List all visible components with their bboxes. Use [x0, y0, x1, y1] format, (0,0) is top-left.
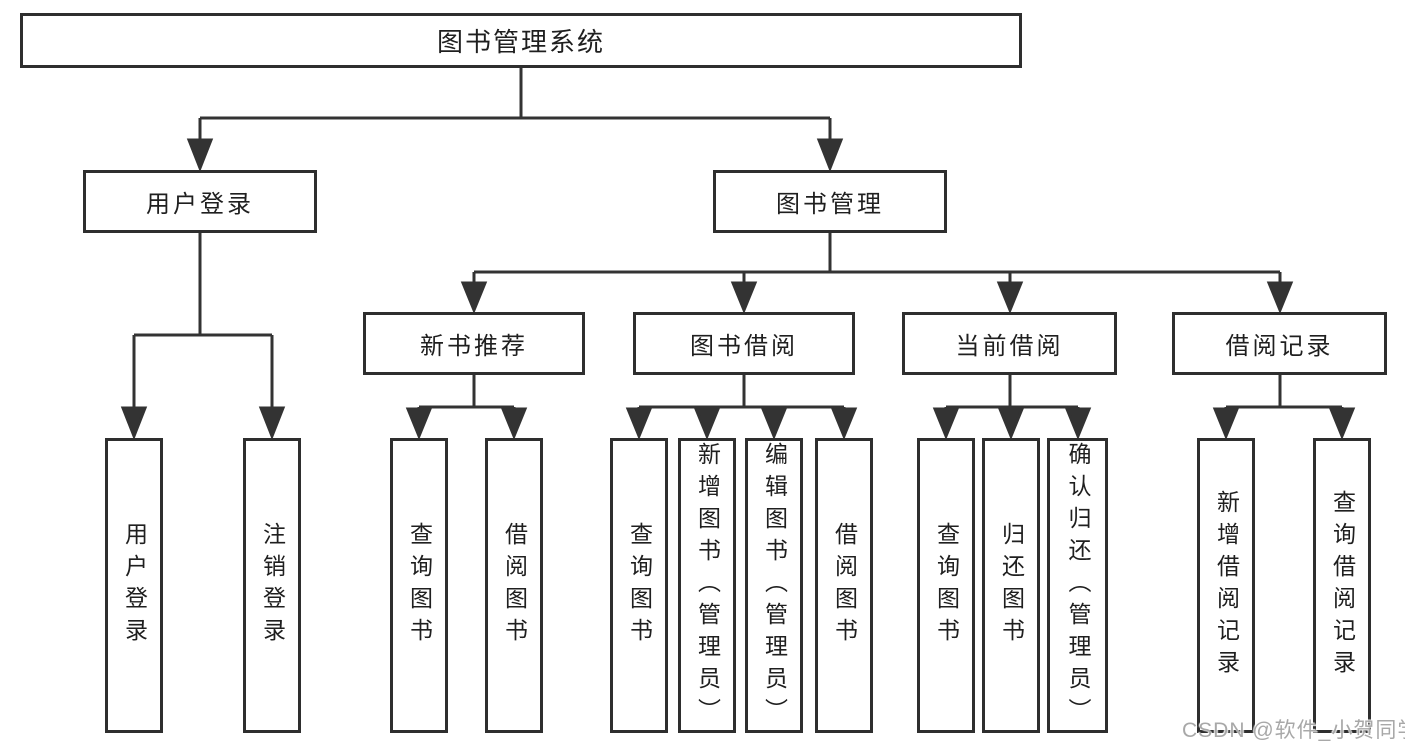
arrowhead-icon	[500, 407, 528, 440]
connector-book-management-children	[460, 233, 1294, 314]
arrowhead-icon	[1212, 407, 1240, 440]
node-borrow-books-recommend: 借阅图书	[485, 438, 543, 733]
arrowhead-icon	[730, 281, 758, 314]
connector-current-borrowing-children	[932, 375, 1092, 440]
leaf-label: 查询图书	[626, 521, 653, 650]
node-edit-books-admin: 编辑图书（管理员）	[745, 438, 803, 733]
arrowhead-icon	[932, 407, 960, 440]
node-user-login-action: 用户登录	[105, 438, 163, 733]
arrowhead-icon	[997, 407, 1025, 440]
leaf-label: 查询图书	[406, 521, 433, 650]
leaf-label: 新增借阅记录	[1213, 489, 1240, 682]
arrowhead-icon	[120, 406, 148, 441]
connector-new-book-recommend-children	[405, 375, 528, 440]
node-query-borrow-record: 查询借阅记录	[1313, 438, 1371, 733]
node-query-books-current: 查询图书	[917, 438, 975, 733]
arrowhead-icon	[258, 406, 286, 441]
node-book-management: 图书管理	[713, 170, 947, 233]
node-confirm-return-admin: 确认归还（管理员）	[1047, 438, 1108, 733]
node-query-books-borrowing: 查询图书	[610, 438, 668, 733]
leaf-label: 编辑图书（管理员）	[761, 441, 788, 730]
arrowhead-icon	[1266, 281, 1294, 314]
arrowhead-icon	[625, 407, 653, 440]
csdn-watermark: CSDN @软件_小贺同学	[1182, 719, 1405, 742]
node-query-books-recommend: 查询图书	[390, 438, 448, 733]
arrowhead-icon	[693, 407, 721, 440]
node-book-borrowing: 图书借阅	[633, 312, 855, 375]
leaf-label: 借阅图书	[831, 521, 858, 650]
arrowhead-icon	[760, 407, 788, 440]
node-add-books-admin: 新增图书（管理员）	[678, 438, 736, 733]
arrowhead-icon	[405, 407, 433, 440]
node-borrowing-records: 借阅记录	[1172, 312, 1387, 375]
connector-user-login-children	[120, 233, 286, 441]
leaf-label: 归还图书	[998, 521, 1025, 650]
arrowhead-icon	[1064, 407, 1092, 440]
arrowhead-icon	[830, 407, 858, 440]
leaf-label: 用户登录	[121, 521, 148, 650]
node-new-book-recommend: 新书推荐	[363, 312, 585, 375]
node-add-borrow-record: 新增借阅记录	[1197, 438, 1255, 733]
node-logout-action: 注销登录	[243, 438, 301, 733]
leaf-label: 确认归还（管理员）	[1065, 441, 1091, 730]
node-current-borrowing: 当前借阅	[902, 312, 1117, 375]
node-library-management-system: 图书管理系统	[20, 13, 1022, 68]
node-user-login: 用户登录	[83, 170, 317, 233]
node-return-books: 归还图书	[982, 438, 1040, 733]
node-borrow-books-borrowing: 借阅图书	[815, 438, 873, 733]
arrowhead-icon	[460, 281, 488, 314]
leaf-label: 查询借阅记录	[1329, 489, 1356, 682]
connector-root-to-level2	[186, 67, 844, 173]
arrowhead-icon	[996, 281, 1024, 314]
leaf-label: 新增图书（管理员）	[694, 441, 721, 730]
leaf-label: 借阅图书	[501, 521, 528, 650]
arrowhead-icon	[816, 138, 844, 173]
arrowhead-icon	[186, 138, 214, 173]
connector-borrowing-records-children	[1212, 375, 1356, 440]
leaf-label: 查询图书	[933, 521, 960, 650]
arrowhead-icon	[1328, 407, 1356, 440]
leaf-label: 注销登录	[259, 521, 286, 650]
connector-book-borrowing-children	[625, 375, 858, 440]
